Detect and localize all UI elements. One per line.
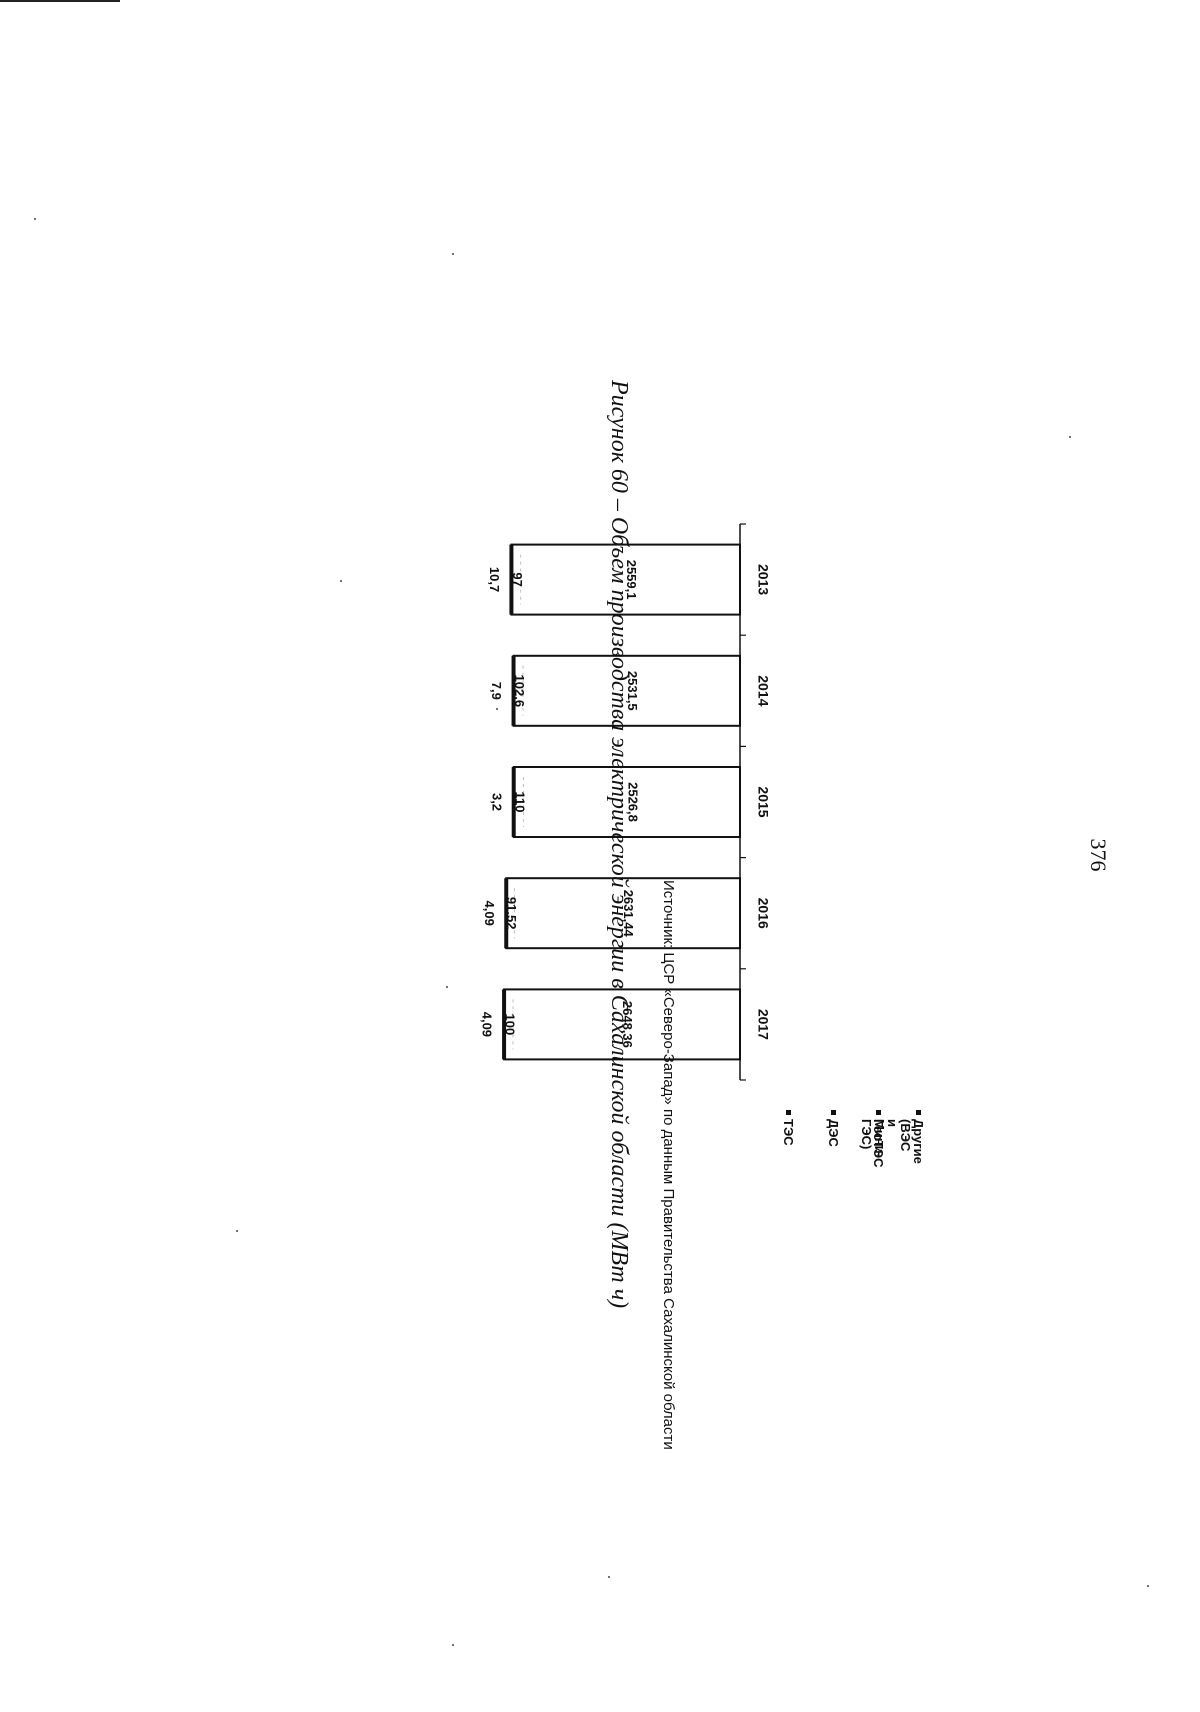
scan-speck (446, 986, 448, 988)
legend-item: ДЭС (826, 1110, 841, 1147)
legend-swatch (876, 1110, 881, 1115)
data-label-other: 4,09 (482, 901, 497, 926)
data-label-other: 3,2 (489, 793, 504, 811)
data-label-des: 91,52 (504, 897, 519, 930)
bar-segment-tes (510, 543, 741, 616)
scan-speck (608, 1576, 610, 1578)
category-tick-label: 2016 (755, 898, 771, 929)
scan-speck (452, 253, 454, 255)
bar-segment-tes (505, 877, 742, 950)
data-label-tes: 2648,36 (620, 1001, 635, 1048)
data-label-other: 4,09 (480, 1012, 495, 1037)
scan-speck (1069, 436, 1071, 438)
legend-label: Другие (ВЭС и Мини-ГЭС) (859, 1119, 926, 1164)
data-label-tes: 2559,1 (624, 560, 639, 600)
scan-speck (340, 580, 342, 582)
category-tick-label: 2017 (755, 1009, 771, 1040)
legend-swatch (831, 1110, 836, 1115)
scan-speck (236, 1230, 238, 1232)
legend-item: ТЭС (781, 1110, 796, 1146)
bar-segment-tes (512, 766, 742, 838)
data-label-other: 10,7 (487, 567, 502, 592)
data-label-des: 97 (510, 572, 525, 586)
category-tick-label: 2013 (755, 564, 771, 595)
figure-caption: Рисунок 60 – Объем производства электрич… (606, 380, 632, 1309)
data-label-des: 100 (502, 1014, 517, 1036)
bar-segment-tes (512, 654, 741, 727)
legend-swatch (786, 1110, 791, 1115)
legend-item: Другие (ВЭС и Мини-ГЭС) (859, 1110, 926, 1164)
data-label-tes: 2526,8 (625, 782, 640, 822)
data-label-des: 110 (512, 792, 527, 813)
data-label-other: 7,9 (489, 682, 504, 700)
legend-item: ГеоТЭС (871, 1110, 886, 1168)
chart-source-note: Источник: ЦСР «Северо-Запад» по данным П… (660, 880, 677, 1450)
legend-label: ТЭС (781, 1119, 796, 1146)
scan-speck (496, 708, 498, 710)
data-label-tes: 2631,44 (621, 890, 636, 938)
scan-edge-line (0, 0, 120, 2)
scan-speck (452, 1644, 454, 1646)
category-tick-label: 2014 (755, 675, 771, 706)
data-label-des: 102,6 (512, 675, 527, 708)
legend-label: ДЭС (826, 1119, 841, 1147)
legend-label: ГеоТЭС (871, 1119, 886, 1168)
legend-swatch (916, 1110, 921, 1115)
scan-speck (34, 218, 36, 220)
data-label-tes: 2531,5 (625, 671, 640, 711)
bar-segment-tes (503, 988, 741, 1061)
category-tick-label: 2015 (755, 786, 771, 817)
scan-speck (1147, 1585, 1149, 1587)
